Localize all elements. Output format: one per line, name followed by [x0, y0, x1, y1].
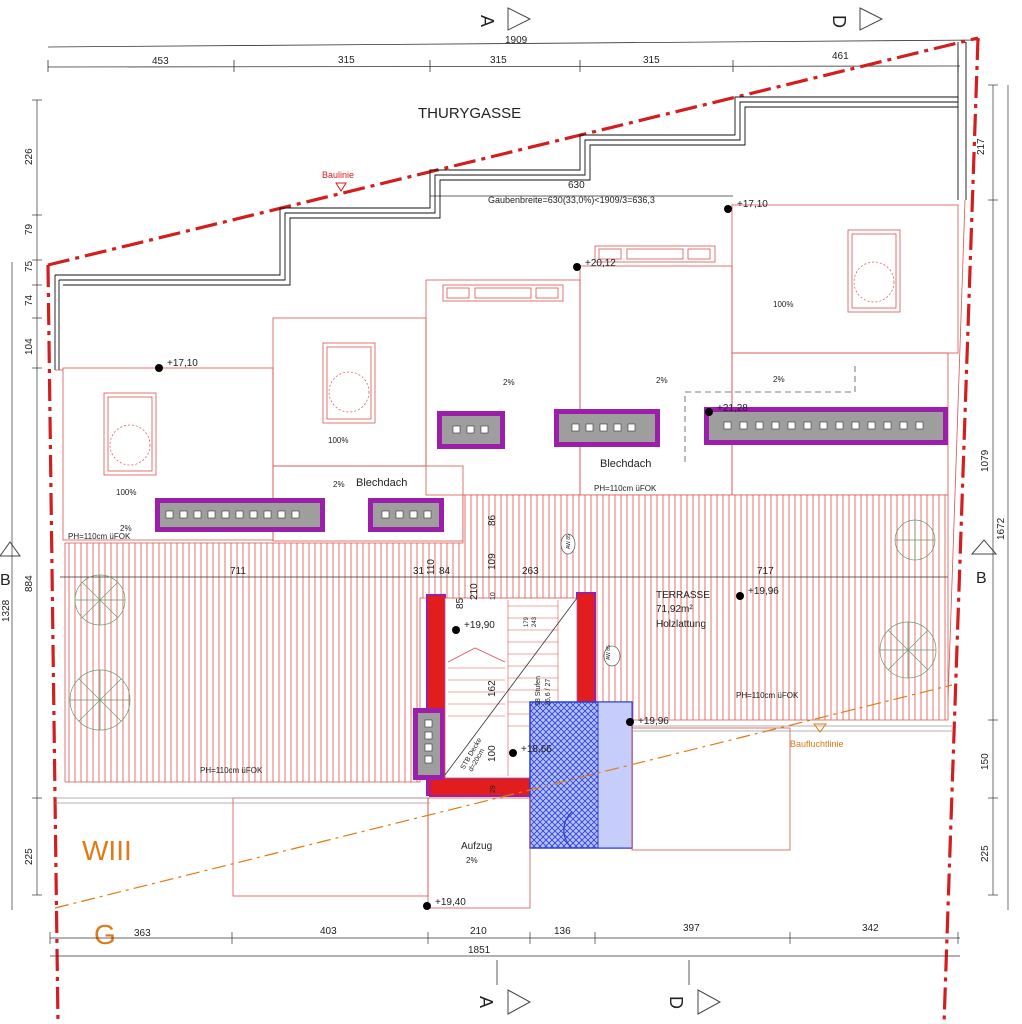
dim-inner-109: 109: [487, 553, 498, 570]
dim-inner-110: 110: [426, 559, 437, 575]
dim-top-1: 453: [152, 56, 169, 67]
dim-inner-85: 85: [455, 597, 466, 609]
plant-symbols: [69, 519, 937, 731]
terrace-title: TERRASSE: [656, 590, 710, 601]
section-a-bottom: A: [476, 996, 496, 1008]
dim-top-2: 315: [338, 55, 355, 66]
right-dimension-lines: [988, 84, 1009, 910]
stair-dim-2: 243: [532, 616, 538, 627]
slope-5: 2%: [656, 376, 668, 385]
stair-steps: 18 Stufen: [535, 676, 542, 706]
dim-left-79: 79: [24, 223, 35, 235]
dim-inner-10: 10: [490, 592, 497, 600]
zone-g: G: [94, 919, 116, 950]
left-dimension-lines: [11, 99, 42, 910]
dim-inner-210: 210: [469, 583, 480, 600]
terrace-surface: Holzlattung: [656, 619, 706, 630]
dim-top-5: 461: [832, 51, 849, 62]
dim-inner-84: 84: [439, 566, 451, 577]
ph-label-3: PH=110cm üFOK: [736, 691, 799, 700]
dim-left-104: 104: [24, 338, 35, 355]
level-7: +19,90: [464, 620, 495, 631]
dim-left-225: 225: [24, 848, 35, 865]
skylight-cells: [165, 421, 924, 519]
level-6: +19,96: [638, 716, 669, 727]
level-8: +18,66: [521, 744, 552, 755]
dim-inner-31: 31: [413, 566, 425, 577]
dim-inner-263: 263: [522, 566, 539, 577]
dim-inner-100: 100: [487, 745, 498, 762]
dim-bottom-397: 397: [683, 923, 700, 934]
dim-right-150: 150: [980, 753, 991, 770]
lift-label: Aufzug: [461, 841, 492, 852]
level-4: +21,28: [717, 403, 748, 414]
stair-dim-1: 179: [524, 616, 530, 627]
ph-label-2: PH=110cm üFOK: [594, 484, 657, 493]
baufluchtlinie: [54, 684, 953, 909]
dim-inner-162: 162: [487, 680, 498, 697]
dim-bottom-363: 363: [134, 928, 151, 939]
level-1: +17,10: [167, 358, 198, 369]
section-b-left: B: [0, 572, 11, 589]
level-markers: [155, 205, 744, 910]
dim-bottom-136: 136: [554, 926, 571, 937]
level-5: +19,96: [748, 586, 779, 597]
section-d-bottom: D: [666, 996, 686, 1009]
gaube-formula: Gaubenbreite=630(33,0%)<1909/3=636,3: [488, 195, 655, 205]
dim-bottom-403: 403: [320, 926, 337, 937]
dim-inner-717: 717: [757, 566, 774, 577]
section-a-top: A: [477, 15, 497, 27]
aw-tag: AW 85: [606, 645, 612, 660]
bottom-dimension-lines: [49, 932, 960, 957]
section-d-top: D: [829, 15, 849, 28]
dim-inner-86: 86: [487, 514, 498, 526]
aw-tag-2: AW 85: [566, 534, 572, 549]
ph-label-1: PH=110cm üFOK: [68, 532, 131, 541]
baufluchtlinie-label: Baufluchtlinie: [790, 739, 844, 749]
terrace-area: 71,92m²: [656, 604, 693, 615]
blechdach-label-2: Blechdach: [600, 458, 651, 470]
dim-left-1328: 1328: [1, 599, 12, 622]
top-dimension-lines: [47, 39, 981, 197]
level-9: +19,40: [435, 897, 466, 908]
dim-bottom-210: 210: [470, 926, 487, 937]
slope-6: 2%: [773, 375, 785, 384]
dim-right-1672: 1672: [996, 517, 1007, 540]
baulinie-label: Baulinie: [322, 170, 354, 180]
roof-outlines: [55, 199, 966, 701]
dim-inner-29: 29: [490, 785, 497, 793]
property-boundary: [46, 36, 980, 1024]
blechdach-label-1: Blechdach: [356, 477, 407, 489]
ph-label-4: PH=110cm üFOK: [200, 766, 263, 775]
dim-bottom-342: 342: [862, 923, 879, 934]
dim-bottom-total: 1851: [468, 945, 491, 956]
zone-wiii: WIII: [82, 835, 132, 866]
dim-right-225: 225: [980, 845, 991, 862]
dim-left-884: 884: [24, 575, 35, 592]
stair-ratio: 16,6 / 27: [545, 679, 552, 706]
slope-7: 2%: [333, 480, 345, 489]
dim-top-3: 315: [490, 55, 507, 66]
slope-1: 100%: [116, 488, 136, 497]
dim-left-74: 74: [24, 294, 35, 306]
dim-left-75: 75: [24, 260, 35, 272]
slope-4: 2%: [503, 378, 515, 387]
slope-2: 100%: [328, 436, 348, 445]
dim-right-217: 217: [976, 138, 987, 155]
level-2: +17,10: [737, 199, 768, 210]
street-name: THURYGASSE: [418, 105, 521, 122]
slope-8: 2%: [120, 524, 132, 533]
dim-top-4: 315: [643, 55, 660, 66]
slope-9: 2%: [466, 856, 478, 865]
dim-right-1079: 1079: [980, 449, 991, 472]
dim-left-226: 226: [24, 148, 35, 165]
facade-steps: [54, 42, 967, 370]
dim-inner-711: 711: [230, 566, 246, 577]
section-b-right: B: [976, 570, 987, 587]
dim-gaube-width: 630: [568, 180, 585, 191]
level-3: +20,12: [585, 258, 616, 269]
dim-total-top: 1909: [505, 35, 528, 46]
slope-3: 100%: [773, 300, 793, 309]
